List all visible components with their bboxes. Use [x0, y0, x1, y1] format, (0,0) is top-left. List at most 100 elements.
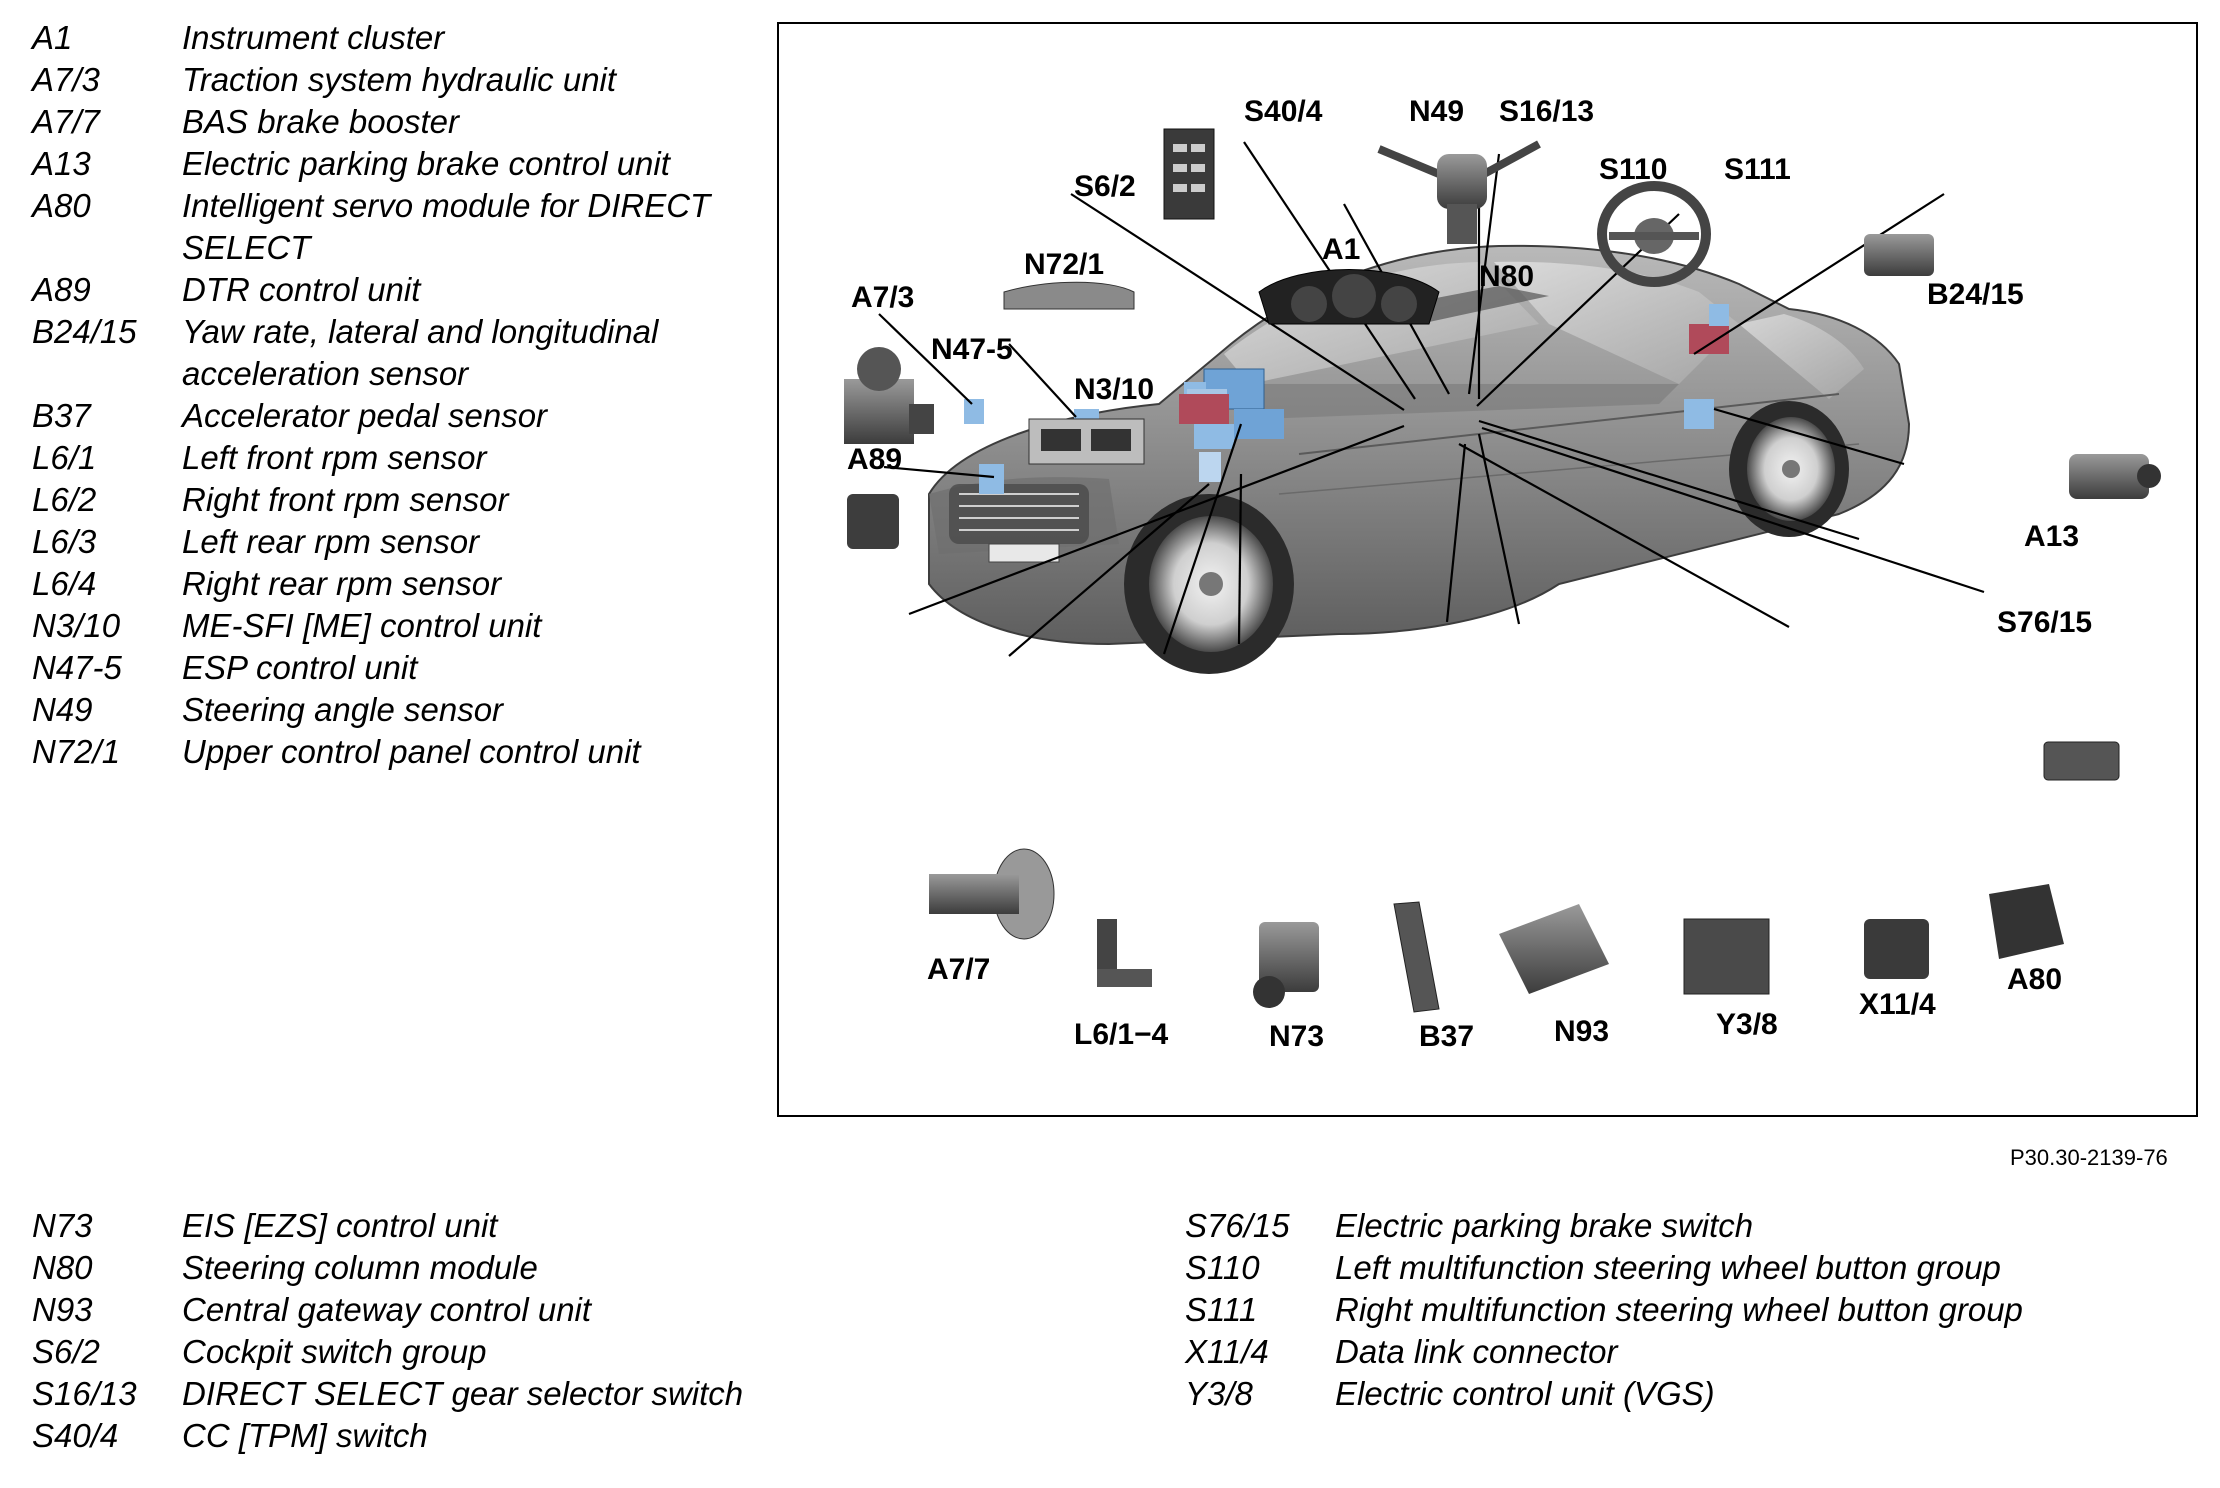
legend-description: ESP control unit	[182, 649, 418, 686]
callout-n47-5: N47-5	[931, 333, 1013, 366]
legend-code: S76/15	[1185, 1207, 1290, 1244]
legend-entry: S111 Right multifunction steering wheel b…	[1185, 1289, 2185, 1331]
callout-n49: N49	[1409, 95, 1464, 128]
callout-a7-3: A7/3	[851, 281, 914, 314]
part-esp-hydraulic-unit	[844, 347, 934, 444]
part-eis-control-unit	[1253, 922, 1319, 1008]
part-steering-wheel	[1597, 181, 1711, 287]
legend-code: B24/15	[32, 313, 137, 350]
part-data-link-connector	[1864, 919, 1929, 979]
legend-code: N73	[32, 1207, 93, 1244]
legend-description: CC [TPM] switch	[182, 1417, 428, 1454]
legend-entry: L6/2 Right front rpm sensor	[32, 479, 752, 521]
component-location-diagram: S40/4 N49 S16/13 S6/2 S110 S111 N72/1 A1…	[777, 22, 2198, 1117]
legend-entry: N72/1 Upper control panel control unit	[32, 731, 752, 773]
callout-a7-7: A7/7	[927, 953, 990, 986]
legend-code: S16/13	[32, 1375, 137, 1412]
callout-a13: A13	[2024, 520, 2079, 553]
reference-code: P30.30-2139-76	[2010, 1145, 2168, 1170]
legend-description: BAS brake booster	[182, 103, 459, 140]
callout-b37: B37	[1419, 1020, 1474, 1053]
callout-y3-8: Y3/8	[1716, 1008, 1778, 1041]
legend-description: Traction system hydraulic unit	[182, 61, 617, 98]
legend-code: X11/4	[1185, 1333, 1269, 1370]
legend-description: Central gateway control unit	[182, 1291, 592, 1328]
rear-wheel	[1729, 401, 1849, 537]
part-yaw-rate-sensor	[1864, 234, 1934, 276]
legend-entry: S16/13 DIRECT SELECT gear selector switch	[32, 1373, 792, 1415]
callout-s16-13: S16/13	[1499, 95, 1594, 128]
callout-l6-1-4: L6/1−4	[1074, 1018, 1169, 1051]
legend-code: A13	[32, 145, 91, 182]
legend-description: Left rear rpm sensor	[182, 523, 480, 560]
callout-a80: A80	[2007, 963, 2062, 996]
part-instrument-cluster	[1258, 269, 1440, 325]
legend-description: Right multifunction steering wheel butto…	[1335, 1291, 2023, 1328]
callout-n72-1: N72/1	[1024, 248, 1104, 281]
vehicle-illustration: S40/4 N49 S16/13 S6/2 S110 S111 N72/1 A1…	[844, 95, 2161, 1053]
legend-code: A7/3	[32, 61, 100, 98]
legend-description: Left front rpm sensor	[182, 439, 487, 476]
part-steering-column	[1377, 140, 1541, 244]
legend-code: A1	[32, 19, 73, 56]
legend-description: Upper control panel control unit	[182, 733, 641, 770]
legend-code: S110	[1185, 1249, 1260, 1286]
legend-code: N72/1	[32, 733, 121, 770]
callout-a89: A89	[847, 443, 902, 476]
callout-n3-10: N3/10	[1074, 373, 1154, 406]
legend-description: DTR control unit	[182, 271, 421, 308]
legend-description: Right rear rpm sensor	[182, 565, 502, 602]
part-vgs-control-unit	[1683, 918, 1770, 995]
callout-a1: A1	[1322, 233, 1360, 266]
legend-entry: L6/3 Left rear rpm sensor	[32, 521, 752, 563]
legend-code: L6/4	[32, 565, 97, 602]
legend-entry: A7/3 Traction system hydraulic unit	[32, 59, 752, 101]
legend-description: EIS [EZS] control unit	[182, 1207, 498, 1244]
legend-code: A7/7	[32, 103, 100, 140]
legend-entry: S40/4 CC [TPM] switch	[32, 1415, 792, 1457]
part-cockpit-switch-group	[1163, 128, 1215, 220]
legend-code: S40/4	[32, 1417, 119, 1454]
legend-entry: B24/15 Yaw rate, lateral and longitudinal…	[32, 311, 752, 395]
legend-description: Right front rpm sensor	[182, 481, 509, 518]
legend-entry: N47-5 ESP control unit	[32, 647, 752, 689]
callout-n73: N73	[1269, 1020, 1324, 1053]
callout-s111: S111	[1724, 153, 1791, 186]
legend-description: Accelerator pedal sensor	[182, 397, 548, 434]
legend-code: A89	[32, 271, 91, 308]
legend-description: Data link connector	[1335, 1333, 1618, 1370]
legend-entry: N73 EIS [EZS] control unit	[32, 1205, 792, 1247]
callout-labels: S40/4 N49 S16/13 S6/2 S110 S111 N72/1 A1…	[847, 95, 2092, 1053]
legend-entry: X11/4 Data link connector	[1185, 1331, 2185, 1373]
legend-code: N49	[32, 691, 93, 728]
legend-entry: L6/4 Right rear rpm sensor	[32, 563, 752, 605]
callout-s40-4: S40/4	[1244, 95, 1323, 128]
legend-code: A80	[32, 187, 91, 224]
part-dtr-control-unit	[847, 494, 899, 549]
legend-description: DIRECT SELECT gear selector switch	[182, 1375, 744, 1412]
part-rpm-sensor	[1097, 919, 1152, 987]
legend-description: Intelligent servo module for DIRECT SELE…	[182, 187, 711, 266]
callout-n80: N80	[1479, 260, 1534, 293]
legend-code: L6/3	[32, 523, 97, 560]
callout-s6-2: S6/2	[1074, 170, 1136, 203]
callout-s76-15: S76/15	[1997, 606, 2092, 639]
legend-code: L6/2	[32, 481, 97, 518]
legend-description: Steering angle sensor	[182, 691, 504, 728]
legend-code: N47-5	[32, 649, 122, 686]
legend-entry: N49 Steering angle sensor	[32, 689, 752, 731]
legend-description: Yaw rate, lateral and longitudinal accel…	[182, 313, 659, 392]
legend-entry: A89 DTR control unit	[32, 269, 752, 311]
part-accelerator-pedal	[1393, 901, 1440, 1013]
legend-code: S111	[1185, 1291, 1258, 1328]
part-parking-brake-unit	[2069, 454, 2161, 499]
callout-s110: S110	[1599, 153, 1667, 186]
part-brake-booster	[929, 848, 1055, 940]
